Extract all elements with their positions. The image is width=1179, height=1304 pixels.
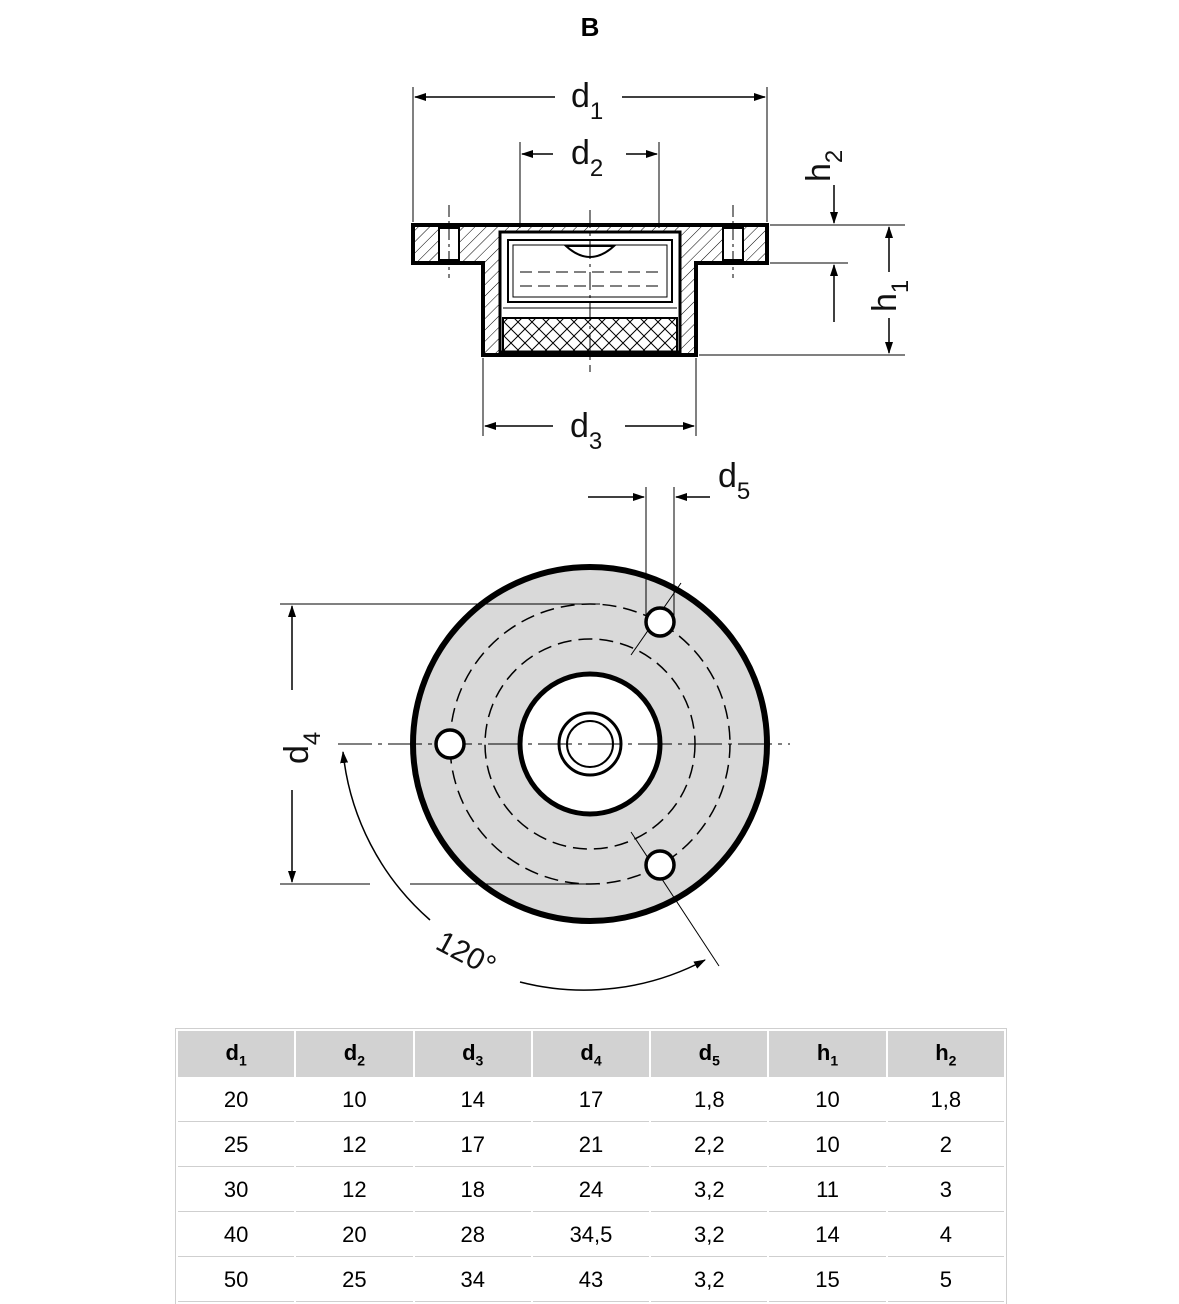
table-cell: 2 <box>887 1124 1004 1167</box>
table-cell: 17 <box>532 1079 650 1122</box>
table-cell: 43 <box>532 1259 650 1302</box>
table-row: 20 10 14 17 1,8 10 1,8 <box>178 1079 1004 1122</box>
table-cell: 20 <box>296 1214 413 1257</box>
table-cell: 3 <box>887 1169 1004 1212</box>
label-d4: d4 <box>278 732 326 764</box>
table-cell: 50 <box>178 1259 295 1302</box>
table-cell: 25 <box>178 1124 295 1167</box>
table-header-row: d1 d2 d3 d4 d5 h1 h2 <box>178 1031 1004 1077</box>
table-cell: 14 <box>769 1214 886 1257</box>
header-h2: h2 <box>887 1031 1004 1077</box>
table-cell: 10 <box>296 1079 413 1122</box>
header-h1: h1 <box>769 1031 886 1077</box>
table-cell: 14 <box>414 1079 531 1122</box>
label-h2: h2 <box>800 150 848 182</box>
table-cell: 3,2 <box>651 1259 768 1302</box>
plan-hole-top <box>644 606 676 638</box>
dimension-table: d1 d2 d3 d4 d5 h1 h2 20 10 14 17 1,8 10 … <box>175 1028 1007 1304</box>
table-cell: 12 <box>296 1169 413 1212</box>
header-d3: d3 <box>414 1031 531 1077</box>
table-row: 30 12 18 24 3,2 11 3 <box>178 1169 1004 1212</box>
table-cell: 18 <box>414 1169 531 1212</box>
plan-hole-bottom <box>644 849 676 881</box>
table-cell: 12 <box>296 1124 413 1167</box>
table-cell: 15 <box>769 1259 886 1302</box>
label-d3: d3 <box>570 407 602 455</box>
table-cell: 34 <box>414 1259 531 1302</box>
table-cell: 17 <box>414 1124 531 1167</box>
plan-view: d5 d4 120° <box>278 457 790 991</box>
table-cell: 21 <box>532 1124 650 1167</box>
header-d5: d5 <box>651 1031 768 1077</box>
label-d2: d2 <box>571 134 603 182</box>
table-cell: 3,2 <box>651 1169 768 1212</box>
label-angle: 120° <box>431 925 501 983</box>
view-title: B <box>580 12 600 42</box>
plan-hole-left <box>434 728 466 760</box>
table-cell: 2,2 <box>651 1124 768 1167</box>
table-cell: 10 <box>769 1079 886 1122</box>
technical-drawing: d1 d2 d3 h2 h1 <box>278 77 914 991</box>
table-cell: 1,8 <box>887 1079 1004 1122</box>
table-cell: 25 <box>296 1259 413 1302</box>
table-cell: 28 <box>414 1214 531 1257</box>
label-d5: d5 <box>718 457 750 505</box>
header-d1: d1 <box>178 1031 295 1077</box>
table-row: 25 12 17 21 2,2 10 2 <box>178 1124 1004 1167</box>
table-cell: 1,8 <box>651 1079 768 1122</box>
table-cell: 24 <box>532 1169 650 1212</box>
header-d4: d4 <box>532 1031 650 1077</box>
label-h1: h1 <box>866 280 914 312</box>
angle-arc <box>340 751 431 921</box>
table-cell: 10 <box>769 1124 886 1167</box>
table-row: 40 20 28 34,5 3,2 14 4 <box>178 1214 1004 1257</box>
table-cell: 30 <box>178 1169 295 1212</box>
table-cell: 5 <box>887 1259 1004 1302</box>
table-cell: 20 <box>178 1079 295 1122</box>
table-cell: 34,5 <box>532 1214 650 1257</box>
header-d2: d2 <box>296 1031 413 1077</box>
table-cell: 40 <box>178 1214 295 1257</box>
table-cell: 3,2 <box>651 1214 768 1257</box>
section-view: d1 d2 d3 h2 h1 <box>411 77 914 455</box>
label-d1: d1 <box>571 77 603 125</box>
table-row: 50 25 34 43 3,2 15 5 <box>178 1259 1004 1302</box>
table-cell: 4 <box>887 1214 1004 1257</box>
table-cell: 11 <box>769 1169 886 1212</box>
